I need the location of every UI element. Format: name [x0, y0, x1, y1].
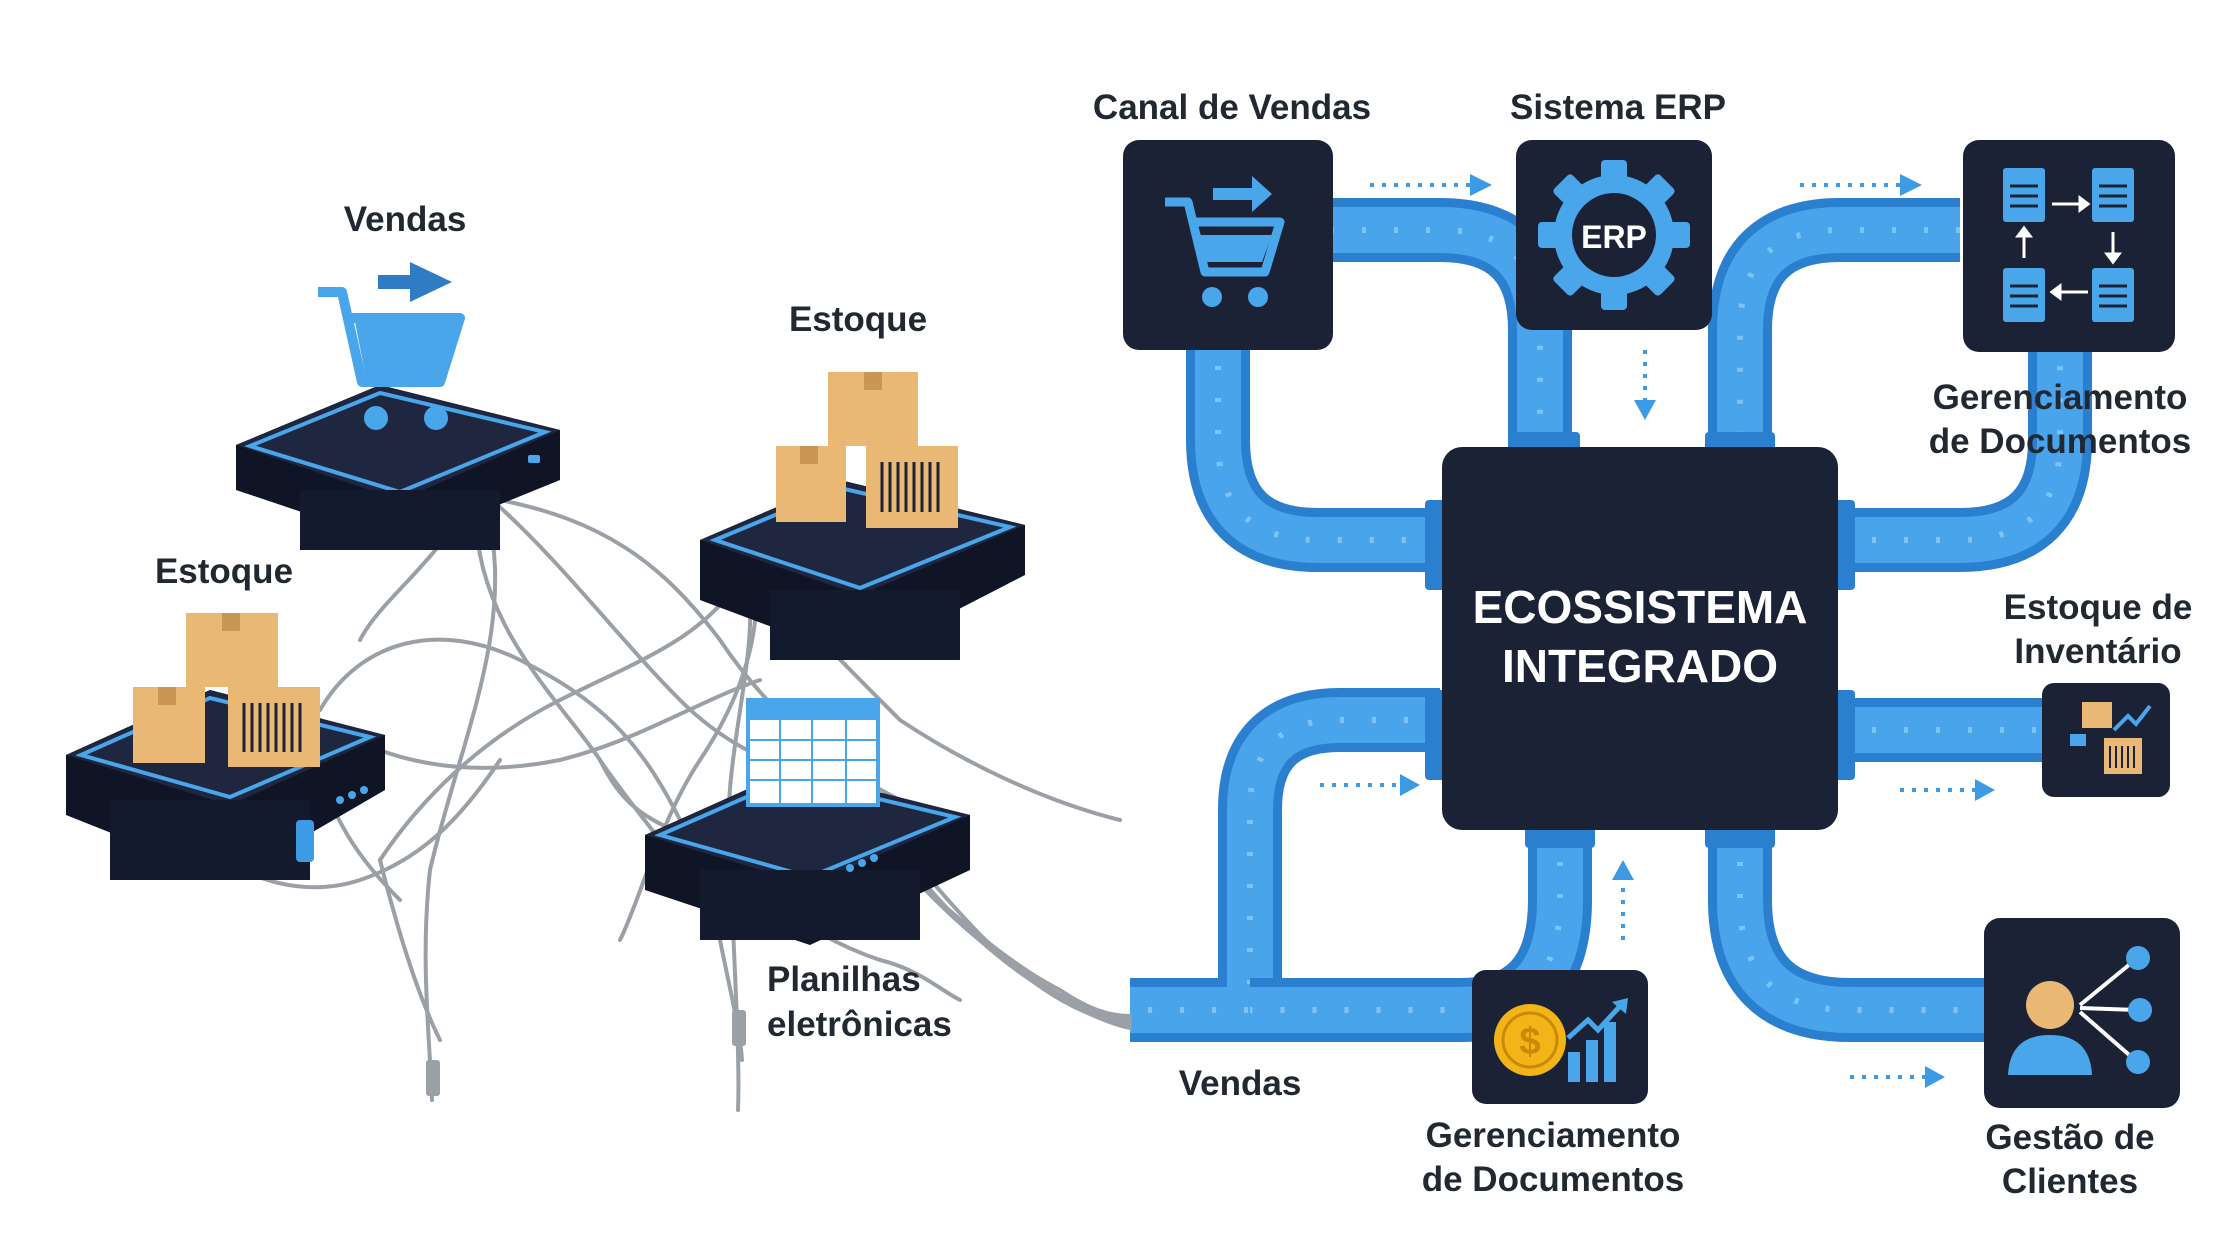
- flow-arrows: [1320, 183, 1975, 1079]
- gear-icon: [1538, 160, 1690, 310]
- platform-estoque-left: [66, 690, 385, 880]
- estoque-inv-tile: [2042, 683, 2170, 797]
- user-network-icon: [2008, 946, 2152, 1075]
- barcode-icon: [880, 462, 940, 512]
- cable-plugs: [426, 1010, 746, 1096]
- core-title-line2: INTEGRADO: [1502, 640, 1778, 692]
- label-docs-top-line2: de Documentos: [1928, 422, 2192, 461]
- label-estoque-top: Estoque: [788, 300, 928, 339]
- coin-chart-icon: $: [1494, 998, 1628, 1082]
- flow-arrowheads: [1400, 174, 1995, 1088]
- platform-planilhas: [645, 770, 970, 945]
- label-sistema-erp: Sistema ERP: [1510, 88, 1726, 127]
- label-vendas-left: Vendas: [343, 200, 467, 239]
- label-estoque-inv-line2: Inventário: [2014, 632, 2182, 671]
- dollar-symbol: $: [1519, 1021, 1540, 1063]
- clientes-tile: [1984, 918, 2180, 1108]
- label-clientes-line1: Gestão de: [1985, 1118, 2155, 1157]
- canal-tile: [1123, 140, 1333, 350]
- spreadsheet-icon: [746, 698, 880, 807]
- pipe-vendas: [1130, 688, 1440, 1042]
- boxes-icon: [133, 613, 320, 767]
- boxes-icon: [776, 372, 958, 528]
- docs-bottom-tile: $: [1472, 970, 1648, 1104]
- docs-top-tile: [1963, 140, 2175, 352]
- label-docs-top-line1: Gerenciamento: [1932, 378, 2188, 417]
- core-chip: [1425, 432, 1855, 848]
- label-clientes-line2: Clientes: [2001, 1162, 2139, 1201]
- arrow-right-icon: [378, 262, 452, 302]
- arrow-right-icon: [1213, 176, 1272, 212]
- label-docs-bottom-line2: de Documentos: [1421, 1160, 1685, 1199]
- label-docs-bottom-line1: Gerenciamento: [1425, 1116, 1681, 1155]
- core-body: [1442, 447, 1838, 830]
- cart-icon: [318, 287, 465, 430]
- platform-vendas: [236, 385, 560, 550]
- erp-badge: ERP: [1581, 219, 1647, 255]
- label-planilhas-line1: Planilhas: [767, 960, 921, 999]
- barcode-icon: [242, 703, 302, 752]
- label-planilhas-line2: eletrônicas: [767, 1005, 952, 1044]
- label-canal-vendas: Canal de Vendas: [1092, 88, 1372, 127]
- erp-tile: ERP: [1516, 140, 1712, 330]
- label-estoque-left: Estoque: [154, 552, 294, 591]
- core-title-line1: ECOSSISTEMA: [1472, 581, 1808, 633]
- cart-icon: [1165, 197, 1285, 307]
- label-estoque-inv-line1: Estoque de: [2003, 588, 2193, 627]
- label-vendas-right: Vendas: [1178, 1064, 1302, 1103]
